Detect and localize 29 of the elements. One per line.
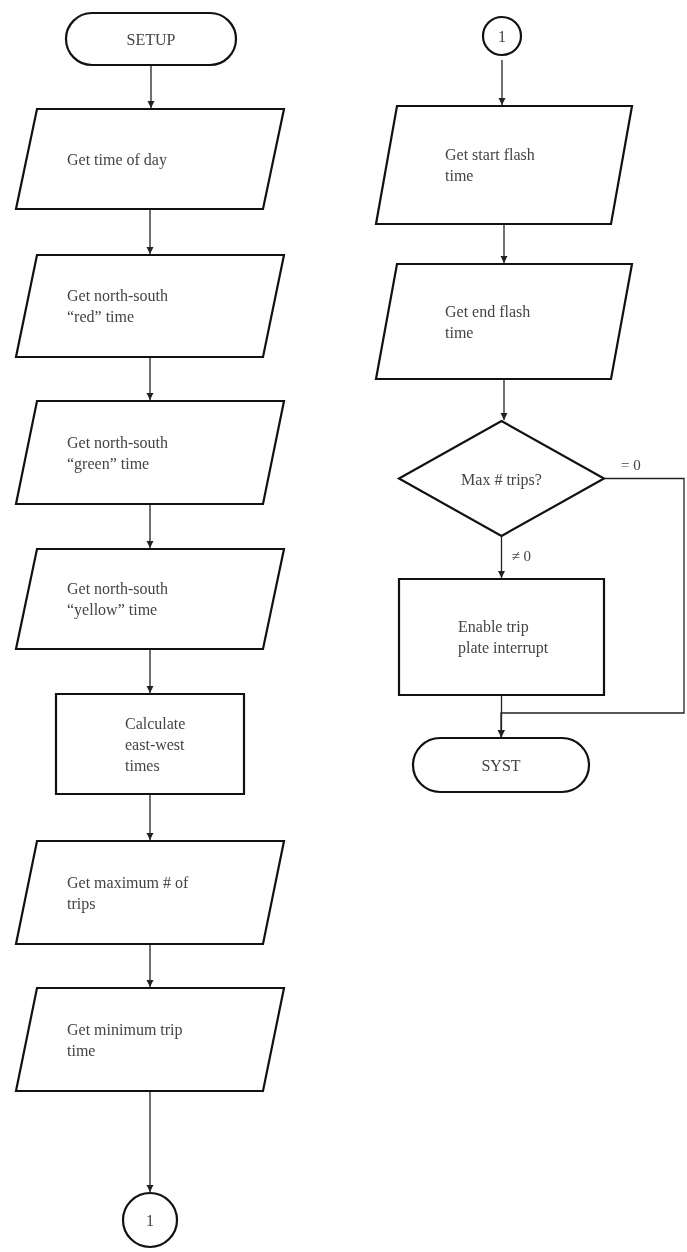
- node-label: Max # trips?: [460, 469, 543, 489]
- arrow: [146, 504, 154, 549]
- node-label: SETUP: [125, 29, 177, 50]
- node-label: Get time of day: [67, 149, 168, 170]
- node-label: Get minimum trip time: [67, 1019, 184, 1061]
- arrow: [497, 477, 685, 738]
- arrow: [146, 649, 154, 694]
- arrow: [500, 379, 508, 421]
- node-label: SYST: [480, 755, 522, 776]
- node-label: 1: [497, 26, 507, 47]
- node-label: Get north-south “red” time: [67, 286, 169, 327]
- node-label: Calculate east-west times: [125, 713, 187, 776]
- arrow: [498, 59, 506, 106]
- node-label: Enable trip plate interrupt: [458, 617, 550, 658]
- node-label: Get start flash time: [445, 145, 536, 186]
- arrow: [498, 695, 505, 738]
- arrow: [146, 794, 154, 841]
- node-label: Get north-south “yellow” time: [67, 579, 169, 620]
- arrow: [146, 357, 154, 401]
- arrow: [147, 65, 155, 109]
- arrow: [498, 536, 505, 579]
- node-label: Get end flash time: [445, 301, 532, 343]
- node-label: Get north-south “green” time: [67, 432, 169, 474]
- arrow: [500, 224, 508, 264]
- arrow: [146, 209, 154, 255]
- arrow: [146, 944, 154, 988]
- node-label: Get maximum # of trips: [67, 872, 190, 914]
- arrow: [146, 1091, 154, 1193]
- node-label: 1: [145, 1210, 155, 1231]
